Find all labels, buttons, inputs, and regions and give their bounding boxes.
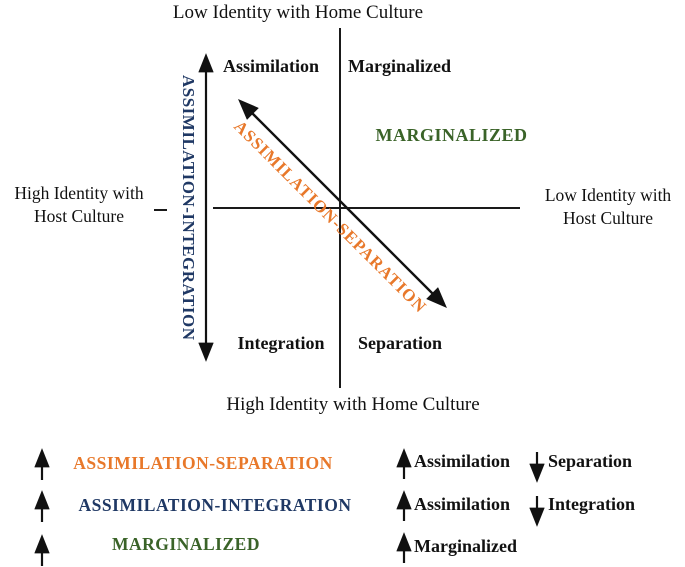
assimilation-integration-axis-label: ASSIMILATION-INTEGRATION [179,75,198,341]
axis-label-high-home: High Identity with Home Culture [226,394,480,415]
legend-strategy-marginalized: MARGINALIZED [112,534,260,554]
diagonal-strategy-arrow [238,99,447,308]
legend-component-separation-down: Separation [548,451,633,471]
legend-strategy-assimilation-integration: ASSIMILATION-INTEGRATION [78,495,352,515]
quadrant-integration: Integration [237,333,325,353]
axis-label-low-host: Low Identity with Host Culture [531,184,685,230]
quadrant-separation: Separation [358,333,443,353]
legend-strategy-assimilation-separation: ASSIMILATION-SEPARATION [73,453,333,473]
axis-label-low-home: Low Identity with Home Culture [172,2,424,23]
axis-label-high-host: High Identity with Host Culture [2,182,156,228]
axis-label-low-host-line2: Host Culture [563,208,653,228]
axis-label-high-host-line2: Host Culture [34,206,124,226]
legend-component-integration-down: Integration [548,494,635,514]
legend-component-marginalized-up: Marginalized [414,536,517,556]
legend-component-assimilation-up: Assimilation [414,451,511,471]
axis-label-low-host-line1: Low Identity with [544,185,672,205]
marginalized-strategy-label: MARGINALIZED [375,125,528,145]
legend-component-assimilation-up: Assimilation [414,494,511,514]
quadrant-marginalized: Marginalized [348,56,451,76]
axis-label-high-host-line1: High Identity with [14,183,144,203]
quadrant-assimilation: Assimilation [222,56,319,76]
